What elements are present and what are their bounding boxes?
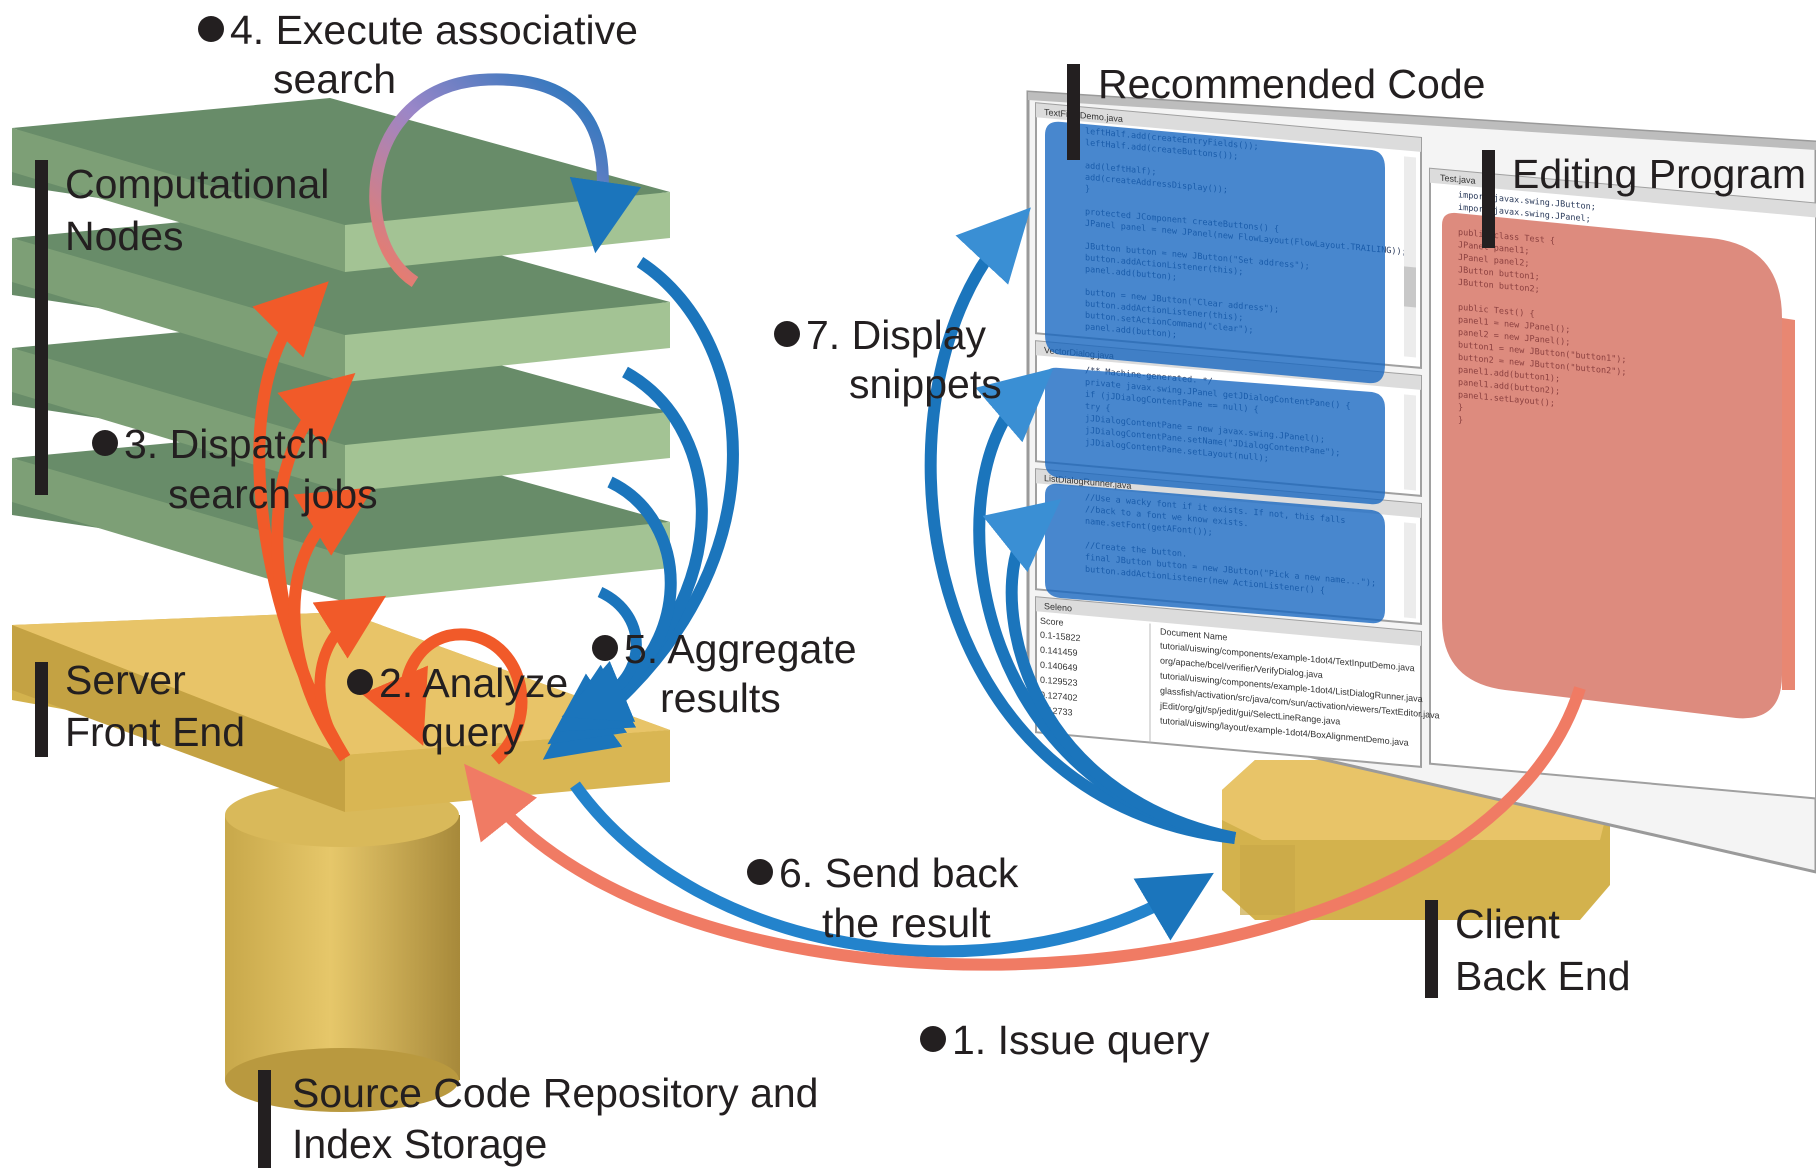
label-client-back-end-line1: Client [1455,901,1560,947]
analyze-query-loop [361,628,528,765]
step-5-line2: results [660,675,781,721]
step-2-line2: query [421,709,524,755]
step-4-line1: 4. Execute associative [230,7,638,53]
result-score[interactable]: 0.127402 [1040,690,1077,703]
result-score[interactable]: 0.140649 [1040,660,1077,673]
bullet-dot [198,16,224,42]
bullet-dot [92,430,118,456]
ide-monitor: TextFieldDemo.java VectorDialog.java Lis… [1026,90,1816,874]
bullet-dot [347,669,373,695]
execute-search-loop [369,73,642,288]
repository-cylinder [225,783,460,1112]
step-7-line2: snippets [849,361,1002,407]
scrollbar[interactable] [1404,522,1416,619]
step-1: 1. Issue query [952,1017,1210,1063]
label-repository-line2: Index Storage [292,1121,547,1167]
tab-label[interactable]: Test.java [1440,173,1475,186]
step-labels: 4. Execute associative search 3. Dispatc… [92,7,1210,1063]
aggregate-arrow-4 [561,587,642,722]
component-labels: Computational Nodes Server Front End Sou… [65,61,1806,1167]
label-recommended-code: Recommended Code [1098,61,1485,107]
scrollbar[interactable] [1404,394,1416,491]
bullet-dot [920,1026,946,1052]
issue-query-arrow [464,686,1586,971]
label-repository-line1: Source Code Repository and [292,1070,818,1116]
bullet-dot [774,321,800,347]
recommended-code-highlights [1045,121,1385,624]
label-bar-recommended-code [1067,64,1080,160]
send-back-arrow [570,781,1214,958]
step-5-line1: 5. Aggregate [624,626,857,672]
label-bars [35,64,1495,1168]
result-score[interactable]: 0.1-15822 [1040,630,1080,644]
label-bar-computational-nodes [35,160,48,495]
step-3-line2: search jobs [168,471,378,517]
server-front-end-slab [12,612,670,812]
arrows [252,73,1586,971]
editing-program-highlight [1442,212,1795,719]
label-server-front-end-line1: Server [65,657,186,703]
step-3-line1: 3. Dispatch [124,421,329,467]
aggregate-arrow-1 [542,256,739,760]
label-client-back-end-line2: Back End [1455,953,1631,999]
result-score[interactable]: 0.129523 [1040,675,1077,688]
results-col-score: Score [1040,616,1063,628]
bullet-dot [747,859,773,885]
step-2-line1: 2. Analyze [379,660,568,706]
label-bar-editing-program [1482,150,1495,248]
label-bar-client-back-end [1425,900,1438,998]
label-bar-repository [258,1070,271,1168]
bullet-dot [592,635,618,661]
label-editing-program: Editing Program [1512,151,1806,197]
display-arrow-1 [924,207,1236,844]
display-arrow-3 [982,498,1237,844]
results-rows: 0.1-15822tutorial/uiswing/components/exa… [1040,630,1440,748]
step-7-line1: 7. Display [806,312,987,358]
result-score[interactable]: 0.141459 [1040,645,1077,658]
step-6-line2: the result [822,900,991,946]
step-6-line1: 6. Send back [779,850,1019,896]
label-computational-nodes-line2: Nodes [65,213,184,259]
scrollbar[interactable] [1404,156,1416,358]
label-server-front-end-line2: Front End [65,709,245,755]
scrollbar-thumb[interactable] [1404,266,1416,308]
label-computational-nodes-line1: Computational [65,161,329,207]
label-bar-server-front-end [35,662,48,757]
dispatch-arrow-4 [312,595,387,762]
results-panel-title: Seleno [1044,601,1072,613]
step-4-line2: search [273,56,396,102]
